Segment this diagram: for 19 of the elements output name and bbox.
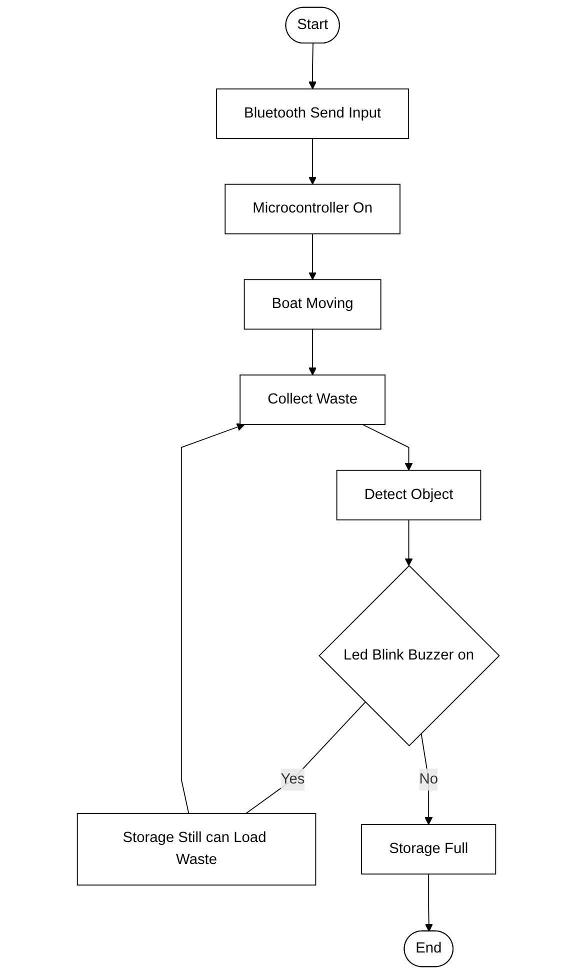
node-box: Storage Still can Load Waste <box>76 813 316 886</box>
node-diamond: Led Blink Buzzer on <box>318 565 500 746</box>
connector <box>245 702 366 814</box>
arrow <box>362 424 413 471</box>
arrow <box>404 519 413 566</box>
node-box: Bluetooth Send Input <box>216 88 409 139</box>
arrow <box>424 874 433 932</box>
node-box: Detect Object <box>336 470 481 520</box>
arrow <box>308 138 316 185</box>
node-box: Microcontroller On <box>224 184 400 234</box>
arrow <box>308 328 316 376</box>
arrow <box>180 423 245 814</box>
node-box: Boat Moving <box>244 279 382 330</box>
arrow <box>308 233 316 280</box>
node-box: Collect Waste <box>239 374 386 425</box>
edge-label: No <box>418 771 438 787</box>
arrow <box>308 43 316 90</box>
node-box: Storage Full <box>360 824 496 874</box>
edge-label: Yes <box>280 771 304 787</box>
